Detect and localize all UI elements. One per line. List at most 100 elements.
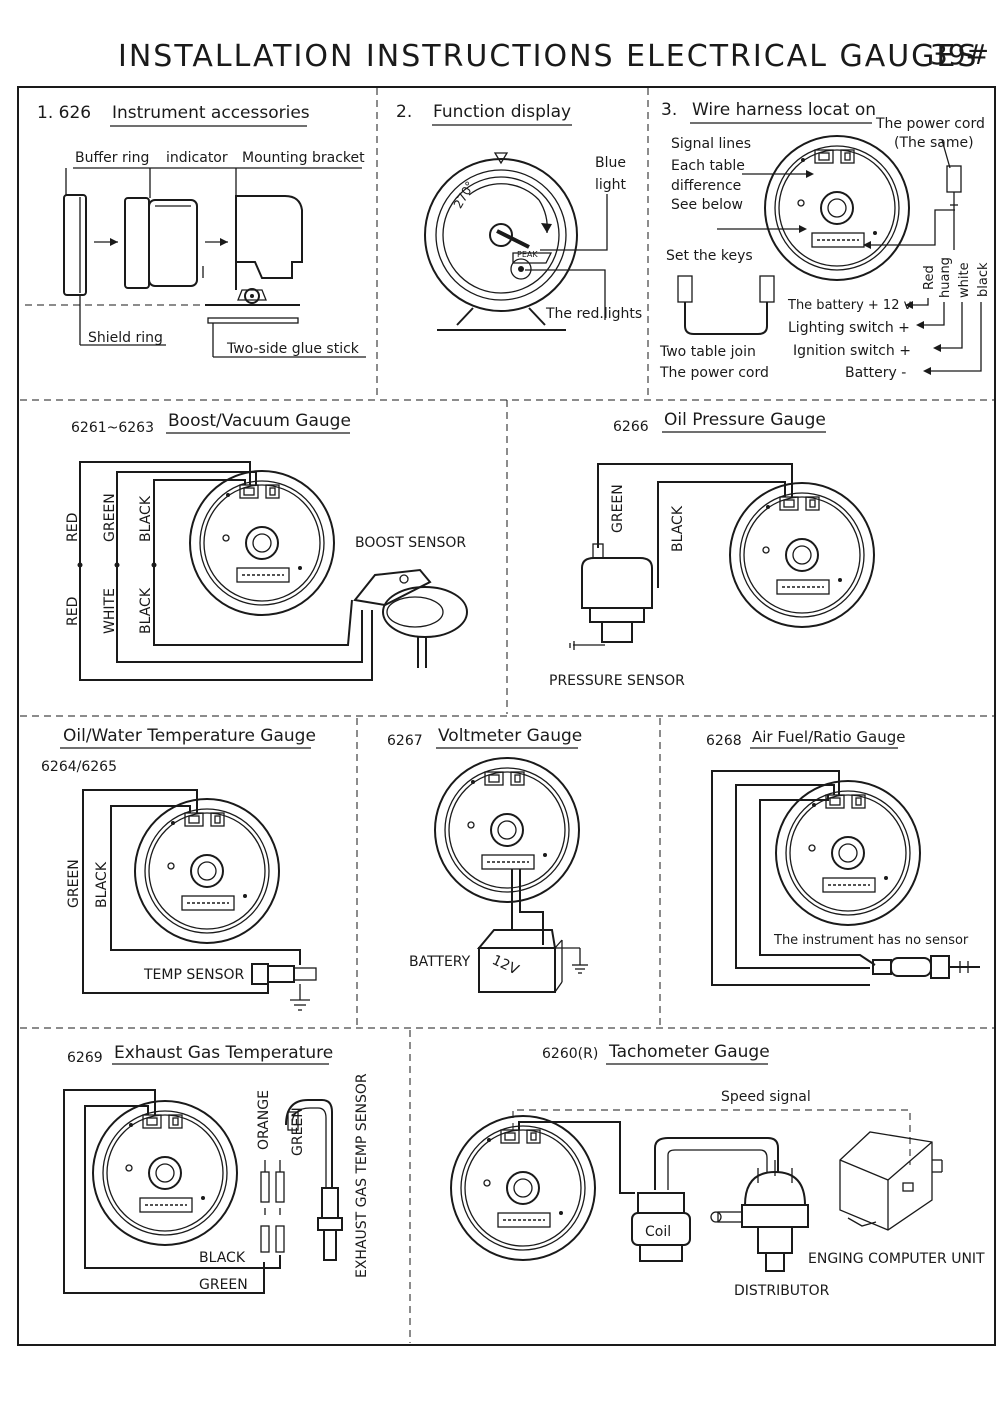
temp-sensor [251, 963, 317, 1011]
tach-coil-label: Coil [645, 1224, 671, 1240]
egt-green: GREEN [199, 1277, 248, 1293]
volt-gauge [434, 757, 580, 903]
harness-plug [946, 165, 962, 193]
label-glue-stick: Two-side glue stick [226, 341, 360, 357]
boost-green: GREEN [102, 493, 118, 542]
panel-voltmeter: 6267 Voltmeter Gauge 12V BATTERY [387, 726, 588, 993]
oil-black: BLACK [670, 505, 686, 552]
afr-code: 6268 [706, 733, 742, 749]
label-buffer-ring: Buffer ring [75, 150, 149, 166]
volt-battery-label: BATTERY [409, 954, 471, 970]
battery-12v: 12V [489, 952, 521, 978]
boost-red-2: RED [65, 597, 81, 626]
panel-egt: 6269 Exhaust Gas Temperature BLACK GREEN… [63, 1043, 370, 1294]
glue-stick-part [207, 317, 299, 324]
oil-pressure-sensor [569, 543, 653, 650]
boost-black-1: BLACK [138, 495, 154, 542]
indicator-part [148, 199, 198, 287]
oil-sensor-label: PRESSURE SENSOR [549, 673, 685, 689]
oil-green: GREEN [610, 484, 626, 533]
harness-number: 3. [661, 100, 677, 120]
oil-heading: Oil Pressure Gauge [664, 410, 826, 430]
temp-green: GREEN [66, 859, 82, 908]
buffer-ring-part [124, 197, 150, 289]
accessories-heading: Instrument accessories [112, 103, 310, 123]
egt-code: 6269 [67, 1050, 103, 1066]
egt-black: BLACK [199, 1250, 246, 1266]
label-battery-12v: The battery + 12 v [787, 298, 912, 313]
tach-ecu-label: ENGING COMPUTER UNIT [808, 1251, 985, 1267]
panel-boost: 6261~6263 Boost/Vacuum Gauge RED GREEN B… [65, 411, 468, 681]
wire-white: white [957, 262, 972, 298]
volt-code: 6267 [387, 733, 423, 749]
boost-gauge [189, 470, 335, 616]
boost-code: 6261~6263 [71, 420, 154, 436]
page-title: INSTALLATION INSTRUCTIONS ELECTRICAL GAU… [118, 39, 978, 74]
boost-heading: Boost/Vacuum Gauge [168, 411, 351, 431]
temp-black: BLACK [94, 861, 110, 908]
label-power-cord: The power cord [875, 116, 985, 132]
panel-oil-pressure: 6266 Oil Pressure Gauge GREEN BLACK PRES… [549, 410, 875, 689]
boost-sensor [353, 568, 468, 668]
panel-air-fuel: 6268 Air Fuel/Ratio Gauge The instrument… [706, 728, 980, 986]
label-shield-ring: Shield ring [88, 330, 163, 346]
temp-heading: Oil/Water Temperature Gauge [63, 726, 316, 746]
temp-code: 6264/6265 [41, 759, 117, 775]
shield-ring-part [63, 194, 87, 296]
boost-red-1: RED [65, 513, 81, 542]
boost-black-2: BLACK [138, 587, 154, 634]
accessories-number: 1. 626 [37, 103, 91, 123]
harness-heading: Wire harness locat on [692, 100, 876, 120]
afr-note: The instrument has no sensor [773, 933, 969, 948]
function-gauge [424, 152, 578, 312]
temp-gauge [134, 798, 280, 944]
distributor [710, 1160, 809, 1272]
label-ignition-switch: Ignition switch + [793, 343, 911, 359]
wire-red: Red [922, 265, 937, 290]
panel-function-display: 2. Function display 270° PEAK Blue light… [396, 102, 642, 331]
oil-code: 6266 [613, 419, 649, 435]
egt-green-v: GREEN [290, 1107, 306, 1156]
wire-black: black [976, 262, 991, 297]
label-blue-light-2: light [595, 177, 627, 193]
outer-frame [17, 86, 996, 1346]
egt-gauge [92, 1100, 238, 1246]
page-number: 39# [930, 38, 989, 71]
function-peak: PEAK [517, 250, 538, 259]
egt-connectors [260, 1160, 285, 1253]
engine-computer-unit [839, 1131, 943, 1231]
label-see-below: See below [671, 197, 743, 213]
mounting-bracket-part [235, 195, 303, 279]
two-table-join-cable [684, 302, 768, 335]
label-blue-light-1: Blue [595, 155, 626, 171]
function-number: 2. [396, 102, 412, 122]
label-two-table: Two table join [659, 344, 756, 360]
o2-sensor [872, 955, 980, 979]
label-the-same: (The same) [894, 135, 974, 151]
ignition-coil [631, 1192, 691, 1262]
panel-wire-harness: 3. Wire harness locat on The power cord … [659, 100, 991, 381]
function-heading: Function display [433, 102, 571, 122]
afr-gauge [775, 780, 921, 926]
afr-heading: Air Fuel/Ratio Gauge [752, 728, 905, 746]
egt-orange: ORANGE [256, 1090, 272, 1150]
battery-box [476, 929, 588, 993]
tach-heading: Tachometer Gauge [608, 1042, 770, 1062]
oil-gauge [729, 482, 875, 628]
boost-white: WHITE [102, 588, 118, 634]
label-each-table: Each table [671, 158, 745, 174]
boost-wire-outer [79, 461, 373, 681]
egt-sensor-label: EXHAUST GAS TEMP SENSOR [354, 1073, 370, 1278]
tach-gauge [450, 1115, 596, 1261]
label-mounting-bracket: Mounting bracket [242, 150, 365, 166]
tach-distributor-label: DISTRIBUTOR [734, 1283, 830, 1299]
label-red-lights: The red.lights [545, 306, 642, 322]
label-lighting-switch: Lighting switch + [788, 320, 910, 336]
label-signal-lines: Signal lines [671, 136, 751, 152]
tach-speed-signal: Speed signal [721, 1089, 811, 1105]
label-difference: difference [671, 178, 741, 194]
tach-code: 6260(R) [542, 1046, 598, 1062]
label-battery-neg: Battery - [845, 365, 906, 381]
panel-tachometer: 6260(R) Tachometer Gauge Speed signal Co… [450, 1042, 985, 1299]
